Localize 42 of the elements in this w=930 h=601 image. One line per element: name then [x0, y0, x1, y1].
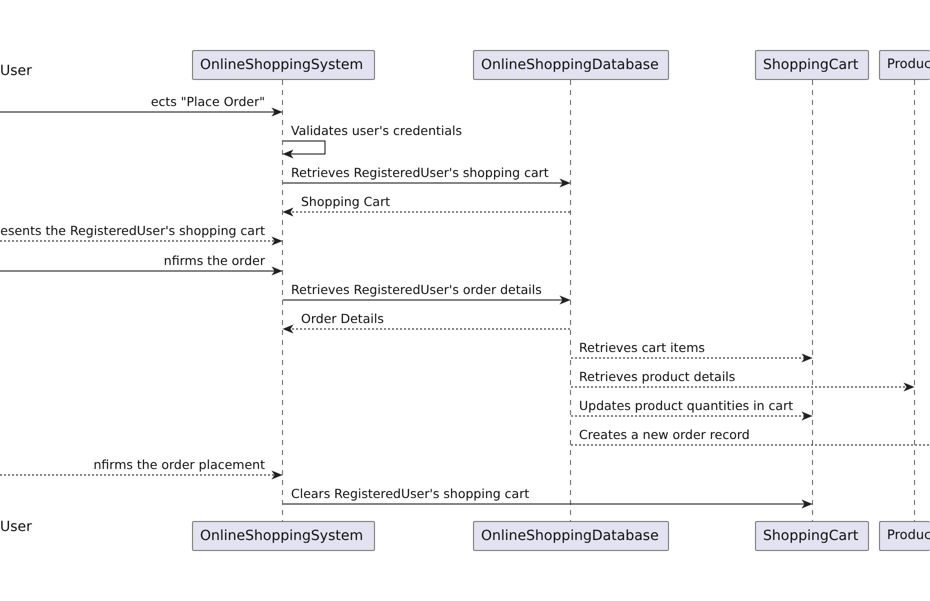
message-arrow: [282, 296, 570, 304]
lifeline: [282, 80, 283, 521]
message-arrow: [282, 500, 812, 508]
edge-label: ects "Place Order": [150, 95, 266, 109]
message-arrow: [570, 382, 914, 392]
participant-box: Produc: [879, 50, 930, 80]
message-arrow: [570, 354, 812, 362]
edge-label: nfirms the order placement: [92, 458, 266, 472]
lifeline: [812, 80, 813, 521]
participant-box: OnlineShoppingDatabase: [473, 50, 669, 80]
edge-label: Retrieves product details: [578, 370, 736, 384]
edge-label: esents the RegisteredUser's shopping cart: [0, 224, 266, 238]
edge-label: Creates a new order record: [578, 428, 751, 442]
message-arrow: [570, 412, 812, 420]
participant-box: ShoppingCart: [755, 521, 869, 551]
participant-box: ShoppingCart: [755, 50, 869, 80]
edge-label: Retrieves RegisteredUser's shopping cart: [290, 166, 550, 180]
message-arrow: [282, 208, 570, 216]
participant-label: User: [0, 519, 32, 535]
message-arrow: [282, 140, 326, 158]
edge-label: Shopping Cart: [300, 195, 392, 209]
participant-box: OnlineShoppingDatabase: [473, 521, 669, 551]
lifeline: [914, 80, 915, 521]
participant-box: OnlineShoppingSystem: [192, 50, 375, 80]
edge-label: Clears RegisteredUser's shopping cart: [290, 487, 530, 501]
participant-label: User: [0, 63, 32, 79]
participant-box: Produc: [879, 521, 930, 551]
message-arrow: [0, 108, 282, 116]
message-arrow: [282, 324, 570, 334]
edge-label: Retrieves RegisteredUser's order details: [290, 283, 543, 297]
message-arrow: [282, 178, 570, 188]
message-arrow: [0, 266, 282, 276]
edge-label: Updates product quantities in cart: [578, 399, 794, 413]
message-line: [570, 444, 930, 446]
message-arrow: [0, 470, 282, 480]
message-arrow: [0, 236, 282, 246]
lifeline: [570, 80, 571, 521]
edge-label: Validates user's credentials: [290, 124, 464, 138]
participant-box: OnlineShoppingSystem: [192, 521, 375, 551]
edge-label: nfirms the order: [162, 254, 266, 268]
edge-label: Retrieves cart items: [578, 341, 706, 355]
edge-label: Order Details: [300, 312, 385, 326]
